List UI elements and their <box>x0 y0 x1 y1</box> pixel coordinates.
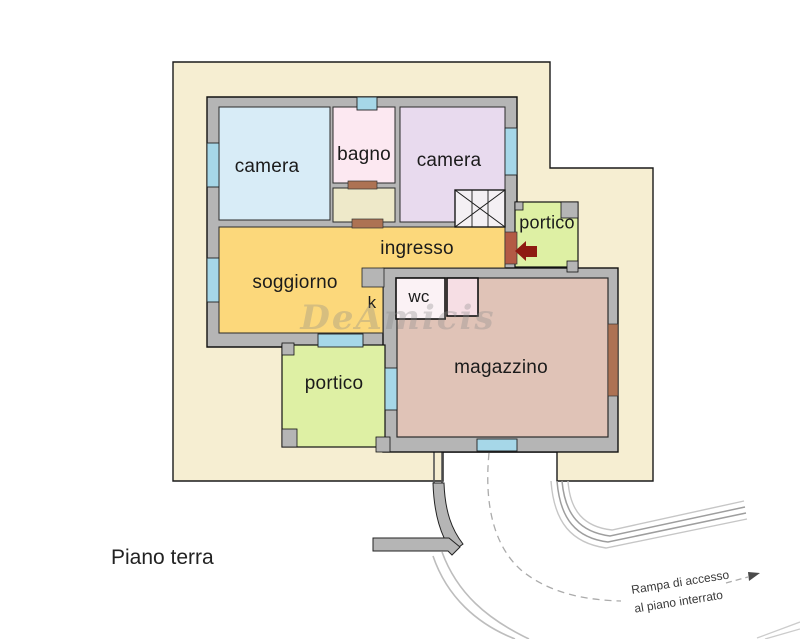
window <box>206 257 220 303</box>
window <box>504 127 518 176</box>
door-disimpegno <box>351 218 384 229</box>
entrance-arrow-icon <box>515 241 537 261</box>
room-bagno <box>332 106 396 184</box>
pillar <box>281 342 295 356</box>
pillar <box>281 428 298 448</box>
ramp-retaining-walls <box>372 452 464 556</box>
ramp-curves <box>432 452 800 639</box>
ramp-edge-line <box>441 551 530 639</box>
floor-title: Piano terra <box>111 546 214 569</box>
window <box>356 96 378 111</box>
ramp-corner-line <box>756 621 800 639</box>
door-entrance <box>504 231 518 265</box>
label-soggiorno: soggiorno <box>252 272 338 293</box>
wall-step-kitchen <box>361 267 385 288</box>
window <box>476 438 518 452</box>
window <box>384 367 398 411</box>
label-ingresso: ingresso <box>380 238 454 259</box>
ramp-curved-wall <box>432 482 464 553</box>
ramp-direction-arrowhead <box>748 572 760 581</box>
room-camera-1 <box>218 106 331 221</box>
label-magazzino: magazzino <box>454 357 548 378</box>
pillar <box>560 201 579 219</box>
label-camera-1: camera <box>234 156 300 177</box>
label-portico-lower: portico <box>304 373 364 394</box>
room-anti-wc <box>446 277 479 317</box>
ramp-edge-line <box>561 480 746 537</box>
room-portico-lower <box>281 344 386 448</box>
label-camera-2: camera <box>416 150 482 171</box>
door-bagno <box>347 180 378 190</box>
staircase <box>454 189 506 228</box>
label-portico-upper: portico <box>519 212 575 233</box>
door-magazzino <box>607 323 619 397</box>
ramp-edge-line <box>567 480 745 531</box>
window <box>206 142 220 188</box>
ramp-centerline-dashed <box>725 576 749 584</box>
room-disimpegno <box>332 187 396 223</box>
portico-pillars <box>281 201 579 453</box>
room-wc <box>395 277 446 320</box>
label-bagno: bagno <box>337 144 391 165</box>
ramp-side-wall <box>372 537 461 556</box>
label-kitchen: k <box>367 293 377 312</box>
pillar <box>375 436 391 453</box>
ramp-edge-line <box>556 480 747 543</box>
doors <box>347 180 619 397</box>
pillar <box>514 201 524 211</box>
label-wc: wc <box>408 287 430 306</box>
ramp-corner-line <box>764 628 800 639</box>
ramp-centerline-dashed <box>487 452 622 602</box>
agency-watermark: DeAmicis <box>300 298 496 338</box>
ramp-edge-line <box>432 555 516 639</box>
windows <box>206 96 518 452</box>
staircase-diagonal <box>454 189 506 228</box>
ramp-edge-line <box>550 480 748 549</box>
pillar <box>566 260 579 273</box>
window <box>317 333 364 348</box>
